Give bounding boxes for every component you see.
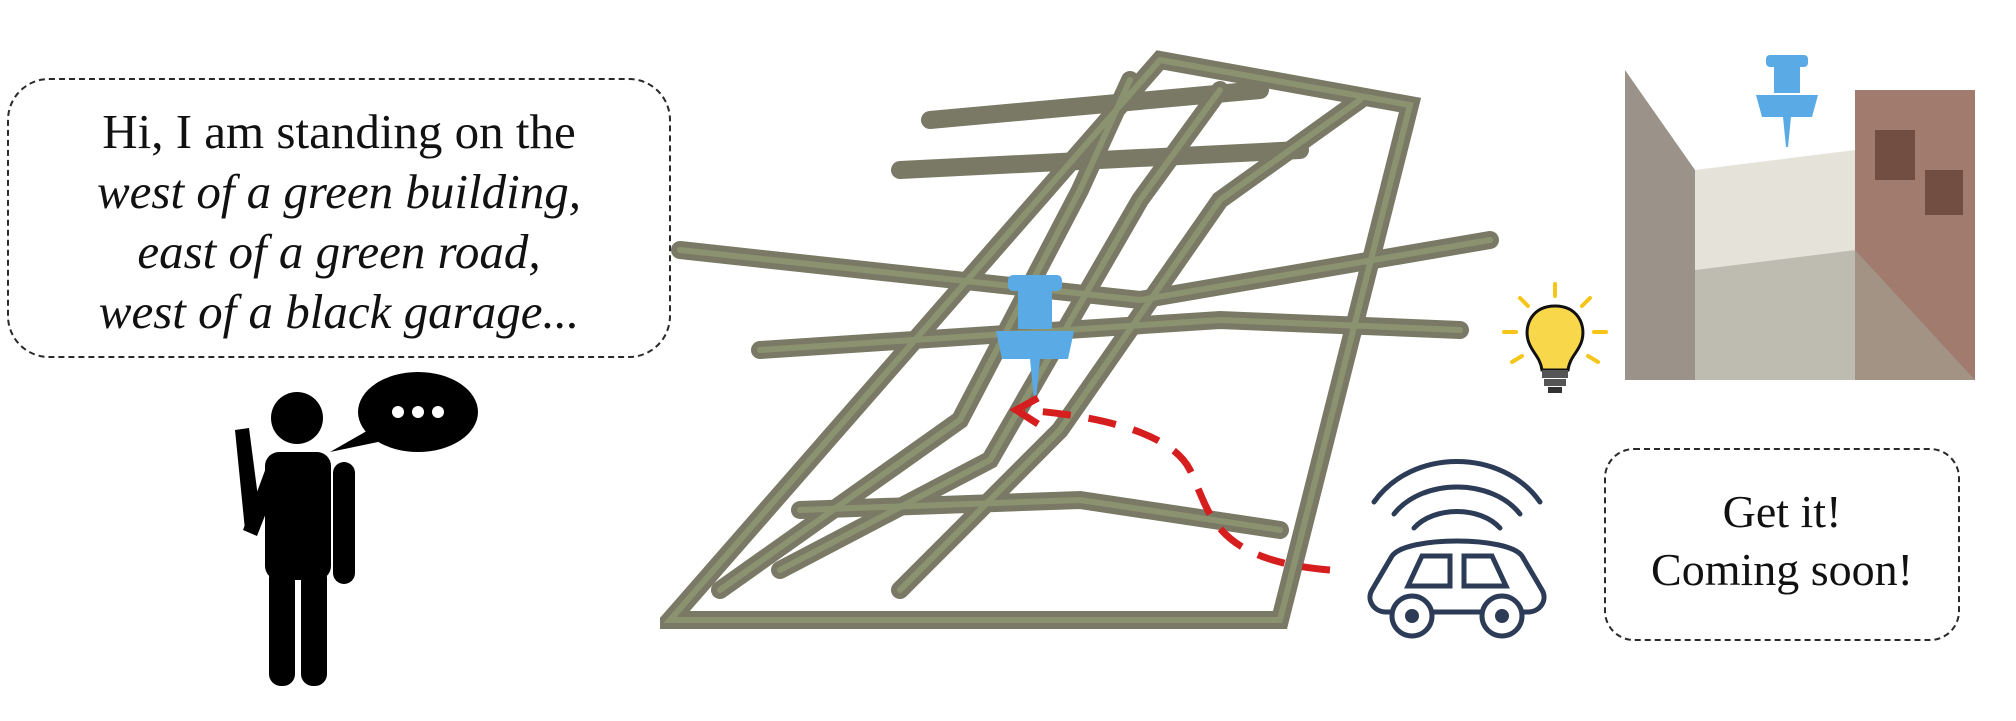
lightbulb-icon	[1502, 282, 1608, 393]
user-speech-box: Hi, I am standing on the west of a green…	[7, 78, 671, 358]
connected-car-icon	[1367, 459, 1547, 639]
user-speech-line-2: west of a green building,	[96, 164, 582, 219]
speech-bubble-icon	[330, 372, 478, 452]
robot-speech-line-2: Coming soon!	[1651, 544, 1913, 595]
person-on-phone-icon	[235, 392, 355, 686]
robot-speech-box: Get it! Coming soon!	[1604, 448, 1960, 641]
robot-speech-line-1: Get it!	[1722, 486, 1842, 537]
user-speech-line-1: Hi, I am standing on the	[102, 104, 576, 159]
map-pin-icon	[996, 275, 1074, 400]
route-path	[1010, 394, 1331, 574]
user-speech-line-3: east of a green road,	[137, 224, 541, 279]
scene-pin-icon	[1756, 55, 1818, 147]
user-speech-line-4: west of a black garage...	[98, 284, 580, 339]
